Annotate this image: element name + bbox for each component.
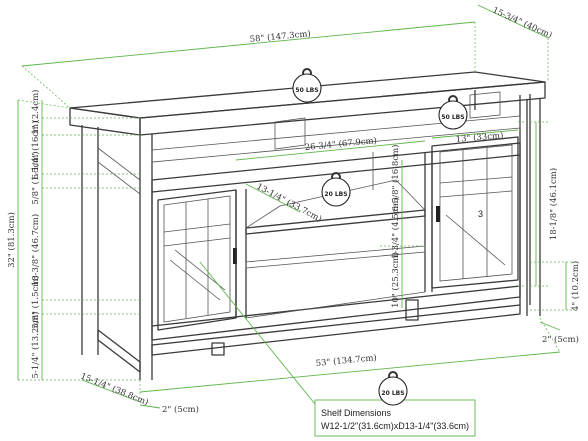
shelf-note-value: W12-1/2"(31.6cm)xD13-1/4"(33.6cm) xyxy=(321,421,469,431)
bottom-width-label: 53" (134.7cm) xyxy=(315,352,377,369)
right-door xyxy=(431,136,519,289)
left-door-handle xyxy=(233,248,237,264)
rail-label: 5/8" (1.5cm) xyxy=(30,151,41,204)
center-shelf xyxy=(245,209,426,235)
center-width-label: 26-3/4" (67.9cm) xyxy=(304,135,377,153)
bottom-rail xyxy=(151,304,521,356)
weight-icon-top: 50 LBS xyxy=(292,68,322,103)
left-door xyxy=(157,189,237,331)
center-foot-front xyxy=(211,342,225,356)
shelf-note-title: Shelf Dimensions xyxy=(321,408,392,418)
right-door-handle xyxy=(436,206,440,222)
weight-icon-bottom-shelf: 20 LBS xyxy=(378,371,408,406)
right-leg-width-label: 2" (5cm) xyxy=(542,334,579,345)
upper-gap-label: 6-1/4" (16cm) xyxy=(30,121,41,180)
dimension-labels: 58" (147.3cm) 15-3/4" (40cm) 1" (2.4cm) … xyxy=(6,5,581,415)
door-width-label: 13" (33cm) xyxy=(455,130,503,145)
upper-divider xyxy=(274,117,306,150)
weight-label-top: 50 LBS xyxy=(295,87,318,94)
bottom-leg-width-label: 2" (5cm) xyxy=(162,404,199,415)
lower-rail-label: 5/8" (1.5cm) xyxy=(30,275,41,328)
weight-label-upper-shelf: 50 LBS xyxy=(441,114,464,121)
upper-rail xyxy=(151,115,521,163)
center-foot-back xyxy=(405,299,419,321)
door-height-label: 18-1/8" (46.1cm) xyxy=(548,168,559,240)
weight-label-center-shelf: 20 LBS xyxy=(324,191,347,198)
door-number: 3 xyxy=(478,209,483,219)
width-top-label: 58" (147.3cm) xyxy=(249,28,311,45)
cabinet-height-label: 18-3/8" (46.7cm) xyxy=(30,214,41,286)
shelf-depth-label: 13-1/4" (33.7cm) xyxy=(255,181,324,225)
lower-shelf xyxy=(245,245,426,269)
overall-height-label: 32" (81.3cm) xyxy=(6,212,17,268)
depth-top-label: 15-3/4" (40cm) xyxy=(491,5,554,41)
tv-stand-drawing: 3 xyxy=(69,71,546,380)
center-lower-label: 10" (25.3cm) xyxy=(390,252,401,308)
shelf-gap-label: 1-3/4" (4.5cm) xyxy=(390,197,401,259)
cabinet-front xyxy=(151,142,521,341)
dimension-lines xyxy=(17,4,574,437)
weight-icon-center-shelf: 20 LBS xyxy=(321,172,351,207)
weight-label-bottom-shelf: 20 LBS xyxy=(381,390,404,397)
foot-height-label: 4" (10.2cm) xyxy=(570,261,581,311)
top-thickness-label: 1" (2.4cm) xyxy=(30,90,41,135)
bottom-clearance-label: 5-1/4" (13.2cm) xyxy=(30,312,41,379)
weight-icon-upper-shelf: 50 LBS xyxy=(438,95,468,130)
top-edge-left xyxy=(69,107,141,136)
center-upper-label: 6-5/8" (16.8cm) xyxy=(390,145,401,212)
top-edge-front xyxy=(139,81,546,136)
